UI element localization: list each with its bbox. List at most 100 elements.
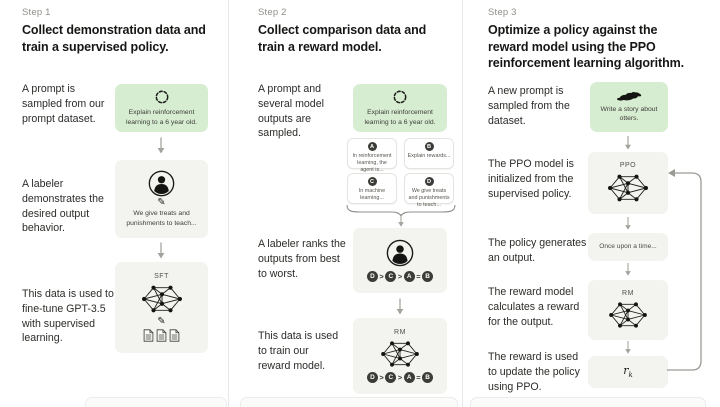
step-2-row-2-text: A labeler ranks the outputs from best to… <box>258 238 346 280</box>
step-3-row-2-text: The PPO model is initialized from the su… <box>488 158 574 200</box>
down-arrow-icon <box>396 214 406 228</box>
rank-badge: D <box>366 372 378 383</box>
neural-network-icon <box>608 299 648 331</box>
pencil-icon: ✎ <box>157 316 166 327</box>
step-1-row-1-text: A prompt is sampled from our prompt data… <box>22 83 105 125</box>
step-3-row-5-text: The reward is used to update the policy … <box>488 351 580 393</box>
labeler-person-icon <box>386 239 414 267</box>
step-1-row-2-text: A labeler demonstrates the desired outpu… <box>22 178 104 235</box>
labeler-person-icon <box>148 170 175 197</box>
ranking-row: D > C > A = B <box>366 372 434 383</box>
output-d-badge: D <box>424 177 434 186</box>
prompt-box: Write a story about otters. <box>590 82 668 132</box>
down-arrow-icon <box>623 263 633 277</box>
generated-output-text: Once upon a time... <box>599 242 657 250</box>
rank-badge: B <box>422 372 434 383</box>
output-d-box: D We give treats and punishments to teac… <box>404 173 454 208</box>
step-3-column: Step 3 Optimize a policy against the rew… <box>462 0 720 407</box>
step-1-column: Step 1 Collect demonstration data and tr… <box>0 0 228 407</box>
generated-output-box: Once upon a time... <box>588 233 668 261</box>
rm-model-box: RM D > C > A = B <box>353 318 447 394</box>
step-2-column: Step 2 Collect comparison data and train… <box>228 0 462 407</box>
step-1-heading: Collect demonstration data and train a s… <box>22 23 206 54</box>
rank-badge: A <box>403 271 415 282</box>
rank-separator: > <box>397 272 403 281</box>
rank-badge: C <box>385 372 397 383</box>
output-c-box: C In machine learning... <box>347 173 397 204</box>
step-2-row-1-text: A prompt and several model outputs are s… <box>258 83 324 140</box>
step-1-row-3-text: This data is used to fine-tune GPT-3.5 w… <box>22 288 114 345</box>
column-divider <box>462 0 463 407</box>
labeler-caption: We give treats and punishments to teach.… <box>126 210 197 227</box>
rank-badge: B <box>422 271 434 282</box>
prompt-box: Explain reinforcement learning to a 6 ye… <box>115 84 208 132</box>
output-c-text: In machine learning... <box>358 187 386 201</box>
step-1-label: Step 1 <box>22 7 51 18</box>
pencil-icon: ✎ <box>157 197 166 209</box>
output-a-text: In reinforcement learning, the agent is.… <box>352 152 392 173</box>
step-3-row-3-text: The policy generates an output. <box>488 237 587 264</box>
rank-badge: D <box>366 271 378 282</box>
gather-brace-icon <box>346 204 456 216</box>
step-2-row-3-text: This data is used to train our reward mo… <box>258 330 339 372</box>
rank-separator: = <box>416 272 421 281</box>
rank-badge: A <box>403 372 415 383</box>
sft-model-box: SFT ✎ <box>115 262 208 353</box>
rm-label: RM <box>622 289 634 297</box>
cropped-box-edge <box>240 397 458 407</box>
down-arrow-icon <box>623 217 633 231</box>
down-arrow-icon <box>156 242 166 259</box>
rm-model-box: RM <box>588 280 668 340</box>
step-3-heading: Optimize a policy against the reward mod… <box>488 23 685 70</box>
down-arrow-icon <box>623 341 633 355</box>
document-icon <box>156 329 167 342</box>
step-3-row-1-text: A new prompt is sampled from the dataset… <box>488 85 570 127</box>
prompt-text: Explain reinforcement learning to a 6 ye… <box>125 109 198 126</box>
sample-cycle-icon <box>154 89 170 105</box>
reward-symbol: rk <box>623 364 633 380</box>
ranking-labeler-box: D > C > A = B <box>353 228 447 293</box>
step-3-label: Step 3 <box>488 7 517 18</box>
documents-icon <box>143 329 180 342</box>
down-arrow-icon <box>395 298 405 315</box>
down-arrow-icon <box>623 136 633 151</box>
output-b-text: Explain rewards... <box>407 152 451 159</box>
output-b-box: B Explain rewards... <box>404 138 454 169</box>
labeler-box: ✎ We give treats and punishments to teac… <box>115 160 208 238</box>
ppo-label: PPO <box>619 161 637 169</box>
rm-label: RM <box>394 329 406 336</box>
rank-separator: > <box>397 373 403 382</box>
output-a-badge: A <box>367 142 377 151</box>
neural-network-icon <box>141 282 183 316</box>
cropped-box-edge <box>85 397 227 407</box>
output-d-text: We give treats and punishments to teach.… <box>408 187 450 208</box>
output-c-badge: C <box>367 177 377 186</box>
ppo-model-box: PPO <box>588 152 668 214</box>
output-a-box: A In reinforcement learning, the agent i… <box>347 138 397 173</box>
rank-badge: C <box>385 271 397 282</box>
document-icon <box>169 329 180 342</box>
sft-label: SFT <box>154 273 169 280</box>
sample-cycle-icon <box>392 89 408 105</box>
ranking-row: D > C > A = B <box>366 271 434 282</box>
neural-network-icon <box>607 171 649 205</box>
column-divider <box>228 0 229 407</box>
neural-network-icon <box>380 338 420 370</box>
rank-separator: > <box>379 373 384 382</box>
reward-value-box: rk <box>588 356 668 388</box>
prompt-text: Explain reinforcement learning to a 6 ye… <box>364 109 436 126</box>
otter-icon <box>616 91 642 102</box>
output-b-badge: B <box>424 142 434 151</box>
down-arrow-icon <box>156 137 166 154</box>
rank-separator: = <box>416 373 421 382</box>
step-2-heading: Collect comparison data and train a rewa… <box>258 23 427 54</box>
document-icon <box>143 329 154 342</box>
step-2-label: Step 2 <box>258 7 287 18</box>
rank-separator: > <box>379 272 384 281</box>
prompt-text: Write a story about otters. <box>600 105 658 122</box>
feedback-loop-arrow <box>667 169 702 371</box>
step-3-row-4-text: The reward model calculates a reward for… <box>488 286 580 328</box>
prompt-box: Explain reinforcement learning to a 6 ye… <box>353 84 447 132</box>
cropped-box-edge <box>470 397 706 407</box>
